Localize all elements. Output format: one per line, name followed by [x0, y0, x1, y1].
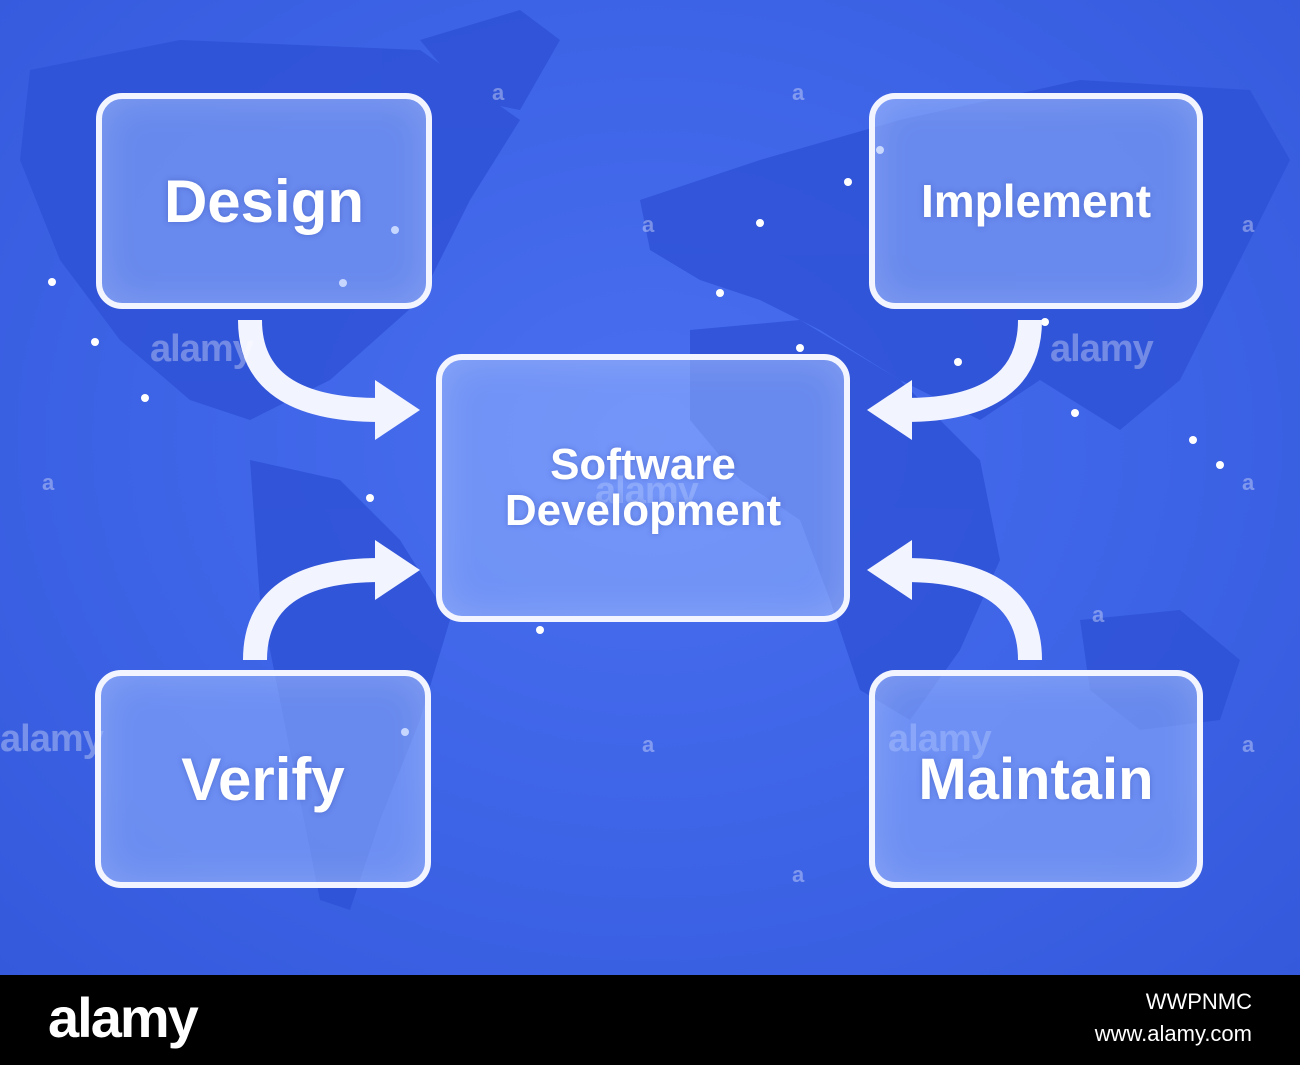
- watermark-letter: a: [792, 862, 805, 887]
- arrowhead-verify: [375, 540, 420, 600]
- alamy-logo: alamy: [48, 986, 199, 1049]
- watermark-letter: a: [1242, 732, 1255, 757]
- image-id: WWPNMC: [1145, 989, 1252, 1014]
- watermark-letter: a: [42, 470, 55, 495]
- stock-footer: alamy WWPNMC www.alamy.com: [0, 975, 1300, 1065]
- watermark-letter: a: [1242, 212, 1255, 237]
- design-label: Design: [163, 167, 365, 235]
- watermark-letter: a: [1242, 470, 1255, 495]
- arrow-heads: [375, 380, 912, 600]
- maintain-node: Maintain: [869, 670, 1203, 888]
- verify-label: Verify: [181, 745, 345, 813]
- site-url: www.alamy.com: [1094, 1021, 1252, 1046]
- watermark-letter: a: [1092, 602, 1105, 627]
- watermark-letter: a: [642, 732, 655, 757]
- center-label-line1: Software: [550, 439, 736, 489]
- arrowhead-implement: [867, 380, 912, 440]
- arrowhead-maintain: [867, 540, 912, 600]
- diagram-canvas: alamy alamy alamy alamy alamy a a a a a …: [0, 0, 1300, 975]
- watermark-letter: a: [792, 80, 805, 105]
- watermark: alamy: [1050, 328, 1154, 370]
- center-label-line2: Development: [504, 486, 782, 535]
- arrow-maintain-to-center: [904, 558, 1042, 661]
- arrow-verify-to-center: [243, 558, 381, 661]
- software-development-node: Software Development: [436, 354, 850, 622]
- watermark-letter: a: [492, 80, 505, 105]
- arrowhead-design: [375, 380, 420, 440]
- arrow-design-to-center: [238, 319, 381, 422]
- watermark: alamy: [0, 718, 104, 760]
- watermark-letter: a: [642, 212, 655, 237]
- watermark: alamy: [150, 328, 254, 370]
- implement-node: Implement: [869, 93, 1203, 309]
- arrow-shafts: [238, 319, 1042, 661]
- implement-label: Implement: [920, 175, 1152, 227]
- arrow-implement-to-center: [904, 319, 1042, 422]
- verify-node: Verify: [95, 670, 431, 888]
- maintain-label: Maintain: [918, 746, 1154, 812]
- design-node: Design: [96, 93, 432, 309]
